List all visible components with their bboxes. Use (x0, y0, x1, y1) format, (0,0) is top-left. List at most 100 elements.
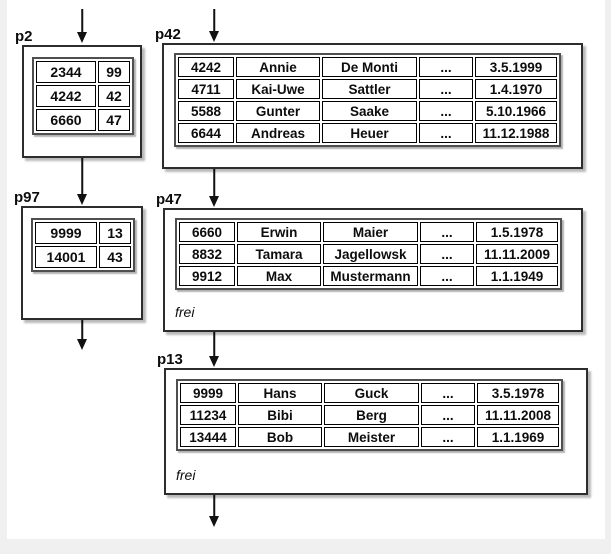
table-cell: 2344 (36, 61, 96, 83)
table-cell: Annie (236, 57, 320, 77)
table-cell: Saake (322, 101, 417, 121)
canvas-margin-right (605, 0, 611, 554)
table-cell: 6660 (179, 222, 235, 242)
free-space-label: frei (175, 304, 195, 320)
table-cell: 11234 (180, 405, 236, 425)
arrowhead-icon (77, 32, 87, 43)
pointer-arrow-p97-out (76, 320, 88, 350)
table-cell: ... (421, 427, 475, 447)
arrowhead-icon (209, 516, 219, 527)
table-cell: Kai-Uwe (236, 79, 320, 99)
pointer-arrow-p42-to-p47 (208, 169, 220, 207)
page-label: p42 (155, 26, 181, 43)
table-cell: ... (419, 123, 473, 143)
table-cell: ... (421, 383, 475, 403)
table-cell: ... (419, 57, 473, 77)
pointer-arrow-p47-to-p13 (208, 332, 220, 367)
table-cell: 99 (98, 61, 130, 83)
table-cell: Heuer (322, 123, 417, 143)
table-cell: ... (421, 405, 475, 425)
table-cell: 1.5.1978 (476, 222, 558, 242)
pointer-arrow-p13-out (208, 495, 220, 527)
table-cell: 42 (98, 85, 130, 107)
table-cell: 11.11.2009 (476, 244, 558, 264)
table-cell: ... (419, 101, 473, 121)
arrowhead-icon (209, 356, 219, 367)
table-cell: 6644 (178, 123, 234, 143)
page-label: p13 (157, 351, 183, 368)
table-cell: Mustermann (323, 266, 418, 286)
table-cell: Berg (324, 405, 419, 425)
table-cell: 3.5.1978 (477, 383, 559, 403)
table-cell: 47 (98, 109, 130, 131)
table-cell: 11.12.1988 (475, 123, 557, 143)
arrow-shaft (213, 169, 215, 198)
arrow-shaft (81, 9, 83, 34)
table-cell: 9999 (180, 383, 236, 403)
table-cell: Bob (238, 427, 322, 447)
pointer-arrow-top-to-p2 (76, 9, 88, 43)
page-label: p97 (14, 189, 40, 206)
table-cell: Erwin (237, 222, 321, 242)
table-cell: Meister (324, 427, 419, 447)
arrowhead-icon (77, 339, 87, 350)
table-cell: 5588 (178, 101, 234, 121)
table-cell: 43 (99, 246, 131, 268)
table-cell: Tamara (237, 244, 321, 264)
table-cell: 6660 (36, 109, 96, 131)
table-cell: Guck (324, 383, 419, 403)
table-cell: 3.5.1999 (475, 57, 557, 77)
pointer-arrow-top-to-p42 (208, 9, 220, 42)
table-cell: Sattler (322, 79, 417, 99)
arrow-shaft (81, 320, 83, 341)
table-cell: Bibi (238, 405, 322, 425)
table-cell: 8832 (179, 244, 235, 264)
table-cell: 9999 (35, 222, 97, 244)
table-cell: 4711 (178, 79, 234, 99)
table-cell: Gunter (236, 101, 320, 121)
table-cell: 4242 (178, 57, 234, 77)
table-cell: ... (419, 79, 473, 99)
table-cell: 5.10.1966 (475, 101, 557, 121)
arrowhead-icon (209, 196, 219, 207)
table-cell: 9912 (179, 266, 235, 286)
table-cell: 13444 (180, 427, 236, 447)
arrow-shaft (213, 9, 215, 33)
canvas-margin-bottom (0, 539, 611, 554)
canvas-margin-left (0, 0, 7, 554)
table-cell: 14001 (35, 246, 97, 268)
arrowhead-icon (77, 194, 87, 205)
free-space-label: frei (176, 467, 196, 483)
table-cell: 11.11.2008 (477, 405, 559, 425)
table-cell: Maier (323, 222, 418, 242)
table-cell: Hans (238, 383, 322, 403)
arrow-shaft (213, 332, 215, 358)
page-label: p47 (156, 191, 182, 208)
table-cell: 4242 (36, 85, 96, 107)
page-label: p2 (15, 28, 33, 45)
arrowhead-icon (209, 31, 219, 42)
